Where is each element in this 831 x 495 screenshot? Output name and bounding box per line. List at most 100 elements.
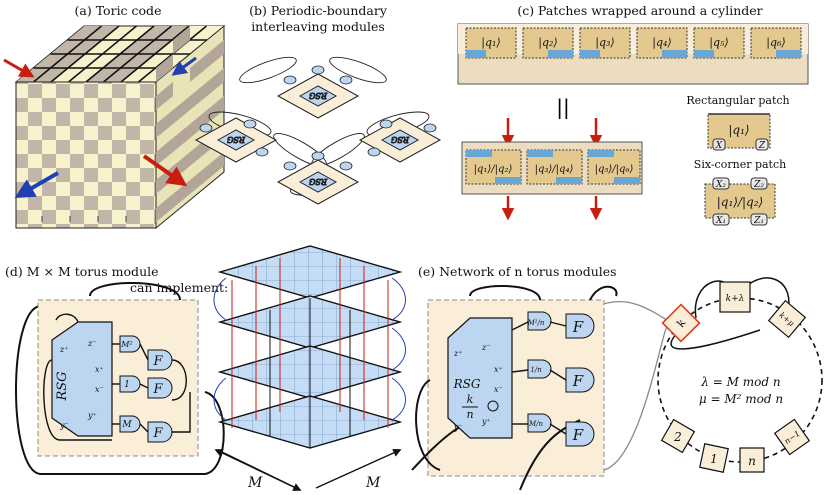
patch: |q₄⟩	[636, 27, 688, 59]
port-label: z⁺	[59, 345, 68, 354]
blue-arrow-icon	[14, 171, 59, 198]
f-block: F	[147, 377, 173, 399]
f-block: F	[147, 349, 173, 371]
panel-a: (a) Toric code	[3, 3, 226, 230]
patch-label: |q₁⟩	[728, 123, 749, 137]
rsg-label: RSG	[226, 135, 246, 144]
patch: |q₃⟩	[579, 27, 631, 59]
panel-c-caption: (c) Patches wrapped around a cylinder	[517, 3, 762, 18]
six-corner-patch-title: Six-corner patch	[694, 158, 786, 171]
patch-label: |q₂⟩	[538, 36, 557, 50]
gate-label: M²	[120, 340, 132, 349]
f-block: F	[147, 421, 173, 443]
panel-b-caption-line1: (b) Periodic-boundary	[249, 3, 388, 18]
port-label: y⁺	[481, 417, 491, 426]
rsg-label: RSG	[453, 377, 481, 391]
axis-label-m: M	[247, 475, 263, 491]
torus-lattice-stack: M M	[213, 245, 406, 491]
equation-lambda: λ = M mod n	[700, 375, 780, 389]
gate: M/n	[527, 413, 552, 433]
patch-label: |q₅⟩/|q₆⟩	[595, 164, 634, 175]
cylinder-strip-bottom: |q₁⟩/|q₂⟩ |q₃⟩/|q₄⟩ |q₅⟩/|q₆⟩	[461, 118, 643, 221]
f-label: F	[152, 382, 163, 397]
ring-node: 1	[699, 443, 729, 473]
f-block: F	[565, 313, 595, 339]
panel-e: (e) Network of n torus modules RSG k n z…	[411, 264, 823, 491]
ring-node: n	[739, 447, 765, 473]
panel-d-caption-line2: can implement:	[130, 280, 228, 295]
patch-label: |q₆⟩	[766, 36, 785, 50]
gate-label: M	[121, 420, 132, 430]
clock-icon	[487, 400, 499, 412]
port-label: z⁻	[87, 339, 96, 348]
f-label: F	[572, 426, 584, 444]
six-corner-patch: |q₁⟩/|q₂⟩ X₂ Z₂ X₁ Z₁	[704, 177, 776, 226]
interleaving-modules: RSG RSG RSG RSG	[194, 56, 442, 205]
port-label: y⁻	[59, 421, 69, 430]
port-label: x⁻	[494, 385, 503, 394]
axis-label-m: M	[365, 475, 381, 491]
torus-module-d: RSG z⁺ z⁻ x⁺ x⁻ y⁻ y⁺ M² 1 M F F F	[15, 282, 225, 475]
rectangular-patch: |q₁⟩ X Z	[707, 113, 771, 151]
merged-patch: |q₁⟩/|q₂⟩	[465, 149, 522, 185]
patch-label: |q₃⟩	[595, 36, 614, 50]
gate-label: M²/n	[527, 319, 545, 327]
patch-row: |q₁⟩ |q₂⟩ |q₃⟩ |q₄⟩ |q₅⟩ |q₆⟩	[465, 27, 802, 59]
port-label: x⁻	[95, 385, 104, 394]
gate: M²	[119, 335, 141, 353]
x2-operator: X₂	[715, 180, 726, 190]
port-label: y⁻	[453, 423, 463, 432]
patch-label: |q₁⟩/|q₂⟩	[717, 195, 763, 209]
cylinder-strip-top: |q₁⟩ |q₂⟩ |q₃⟩ |q₄⟩ |q₅⟩ |q₆⟩	[457, 23, 809, 85]
red-arrow-icon	[142, 154, 188, 187]
toric-code-cube	[3, 24, 226, 230]
module: RSG	[276, 73, 360, 119]
node-label: 2	[673, 430, 682, 444]
rsg-label: RSG	[308, 177, 328, 186]
patch: |q₅⟩	[693, 27, 745, 59]
ring-node: 2	[660, 418, 696, 454]
gate-label: 1/n	[530, 366, 542, 374]
f-label: F	[152, 426, 163, 441]
patch-label: |q₃⟩/|q₄⟩	[535, 164, 574, 175]
z1-operator: Z₁	[753, 216, 764, 226]
patch-label: |q₄⟩	[652, 36, 671, 50]
node-label: k+λ	[726, 294, 745, 304]
port-label: z⁺	[453, 349, 462, 358]
ring-node-k: k	[661, 303, 701, 343]
rsg-n: n	[466, 408, 473, 421]
panel-c: (c) Patches wrapped around a cylinder |q…	[457, 3, 809, 226]
patch: |q₆⟩	[750, 27, 802, 59]
gate-label: 1	[124, 380, 130, 390]
port-label: y⁺	[87, 411, 97, 420]
panel-b: (b) Periodic-boundary interleaving modul…	[194, 3, 442, 205]
gate: M²/n	[527, 311, 552, 331]
x-operator: X	[715, 141, 723, 151]
node-label: n	[748, 454, 756, 468]
module: RSG	[276, 159, 360, 205]
patch-label: |q₁⟩/|q₂⟩	[474, 164, 513, 175]
blue-arrow-icon	[171, 56, 197, 76]
panel-e-caption: (e) Network of n torus modules	[418, 264, 617, 279]
red-arrow-icon	[3, 58, 35, 78]
panel-d-caption-line1: (d) M × M torus module	[5, 264, 159, 279]
merged-patch: |q₅⟩/|q₆⟩	[587, 149, 641, 185]
ring-node: k+λ	[719, 281, 751, 313]
rsg-label: RSG	[390, 135, 410, 144]
port-label: x⁺	[95, 365, 104, 374]
rsg-block	[447, 317, 513, 439]
z-operator: Z	[758, 141, 766, 151]
node-label: 1	[710, 452, 718, 466]
f-block: F	[565, 367, 595, 393]
patch: |q₂⟩	[522, 27, 574, 59]
torus-module-e: RSG k n z⁺ z⁻ x⁺ x⁻ y⁻ y⁺ M²/n 1/n M/n F…	[411, 284, 618, 491]
f-label: F	[152, 354, 163, 369]
ring-node: n−1	[773, 418, 811, 456]
module-ring: k k+λ k+μ 2 1 n	[657, 277, 823, 473]
gate-label: M/n	[528, 420, 544, 428]
panel-a-caption: (a) Toric code	[75, 3, 162, 18]
gate: 1	[119, 375, 141, 393]
equation-mu: μ = M² mod n	[699, 392, 783, 406]
axis-arrow	[315, 448, 402, 489]
